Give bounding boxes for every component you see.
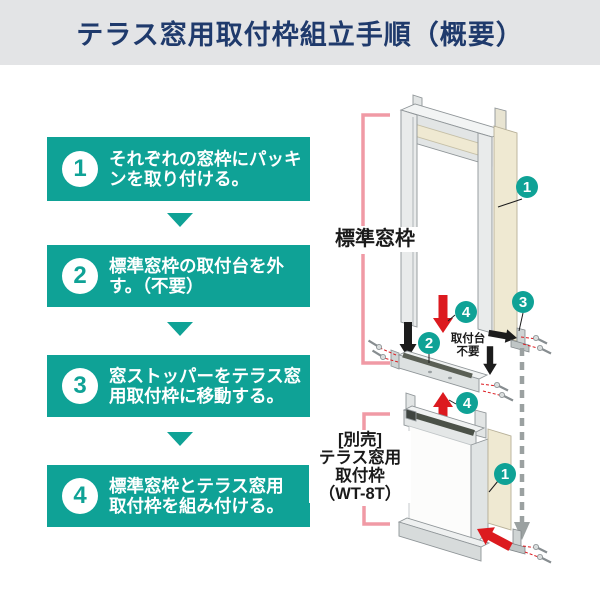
screw-icon xyxy=(493,381,510,392)
step-3-box: 3 窓ストッパーをテラス窓 用取付枠に移動する。 xyxy=(47,355,310,417)
terrace-tab-right xyxy=(474,409,487,439)
step-3-line1: 窓ストッパーをテラス窓 xyxy=(109,366,302,386)
base-hole xyxy=(428,370,432,374)
step-1-line1: それぞれの窓枠にパッキ xyxy=(109,149,302,169)
standard-frame-label: 標準窓枠 xyxy=(322,227,428,252)
step-2-box: 2 標準窓枠の取付台を外 す。（不要） xyxy=(47,245,310,307)
terrace-label-line4: （WT-8T） xyxy=(318,485,402,503)
step-4-number-badge: 4 xyxy=(62,478,98,514)
step-1-line2: ンを取り付ける。 xyxy=(109,169,249,189)
left-rail xyxy=(400,109,418,328)
standard-frame-bracket xyxy=(361,113,390,365)
step-4-box: 4 標準窓枠とテラス窓用 取付枠を組み付ける。 xyxy=(47,465,310,527)
step-1-text: それぞれの窓枠にパッキ ンを取り付ける。 xyxy=(109,149,302,189)
step-2-text: 標準窓枠の取付台を外 す。（不要） xyxy=(109,256,284,296)
base-note-line2: 不要 xyxy=(456,346,480,358)
page-title: テラス窓用取付枠組立手順（概要） xyxy=(76,20,524,50)
base-not-needed-note: 取付台 不要 xyxy=(438,333,498,359)
step-4-text: 標準窓枠とテラス窓用 取付枠を組み付ける。 xyxy=(109,476,284,516)
header-band: テラス窓用取付枠組立手順（概要） xyxy=(0,0,600,65)
step-1-box: 1 それぞれの窓枠にパッキ ンを取り付ける。 xyxy=(47,137,310,201)
step-2-line1: 標準窓枠の取付台を外 xyxy=(109,256,284,276)
base-hole xyxy=(448,376,452,380)
step-2-line2: す。（不要） xyxy=(109,276,204,296)
screw-icon xyxy=(536,344,553,355)
callout-base: 2 xyxy=(418,332,440,354)
callout-packing-bottom: 1 xyxy=(494,463,516,485)
flow-arrow-1-icon xyxy=(167,213,193,227)
assembly-diagram xyxy=(361,94,553,564)
terrace-label-line1: [別売] xyxy=(338,431,382,449)
step-4-line1: 標準窓枠とテラス窓用 xyxy=(109,476,284,496)
screw-icon xyxy=(532,543,549,554)
screw-icon xyxy=(366,339,384,351)
base-left-flange xyxy=(390,349,400,370)
step-3-number: 3 xyxy=(73,372,87,399)
standard-window-frame xyxy=(399,94,518,342)
step-1-number-badge: 1 xyxy=(62,151,98,187)
callout-assemble-bottom: 4 xyxy=(456,392,478,414)
screw-icon xyxy=(370,349,388,361)
right-rail xyxy=(477,132,493,334)
terrace-window-frame xyxy=(397,392,512,562)
callout-assemble-top: 4 xyxy=(455,301,477,323)
step-2-number-badge: 2 xyxy=(62,258,98,294)
red-down-arrow-icon xyxy=(433,295,453,333)
screw-icon xyxy=(532,334,549,345)
step-4-line2: 取付枠を組み付ける。 xyxy=(109,496,284,516)
flow-arrow-2-icon xyxy=(167,322,193,336)
flow-arrow-3-icon xyxy=(167,432,193,446)
step-4-number: 4 xyxy=(73,482,87,509)
mounting-base xyxy=(390,349,489,393)
step-3-line2: 用取付枠に移動する。 xyxy=(109,386,284,406)
terrace-frame-label: [別売] テラス窓用 取付枠 （WT-8T） xyxy=(309,431,411,503)
terrace-base-front xyxy=(398,521,482,562)
guide-arrowhead-icon xyxy=(514,522,530,540)
screw-icon xyxy=(498,391,515,402)
step-3-text: 窓ストッパーをテラス窓 用取付枠に移動する。 xyxy=(109,366,301,406)
base-note-line1: 取付台 xyxy=(450,333,486,345)
base-rubber-strip xyxy=(402,352,473,379)
terrace-frame-bracket xyxy=(362,412,390,526)
callout-stopper: 3 xyxy=(512,291,534,313)
step-3-number-badge: 3 xyxy=(62,368,98,404)
terrace-label-line3: 取付枠 xyxy=(335,467,385,485)
callout-leader-lines xyxy=(428,198,524,493)
terrace-label-line2: テラス窓用 xyxy=(318,449,402,467)
callout-packing-top: 1 xyxy=(516,176,538,198)
step-2-number: 2 xyxy=(73,262,87,289)
terrace-rubber-strip xyxy=(406,410,475,436)
window-stopper-top xyxy=(510,327,530,353)
terrace-stopper-block xyxy=(405,408,417,422)
screw-icon xyxy=(536,553,553,564)
step-1-number: 1 xyxy=(73,155,87,182)
